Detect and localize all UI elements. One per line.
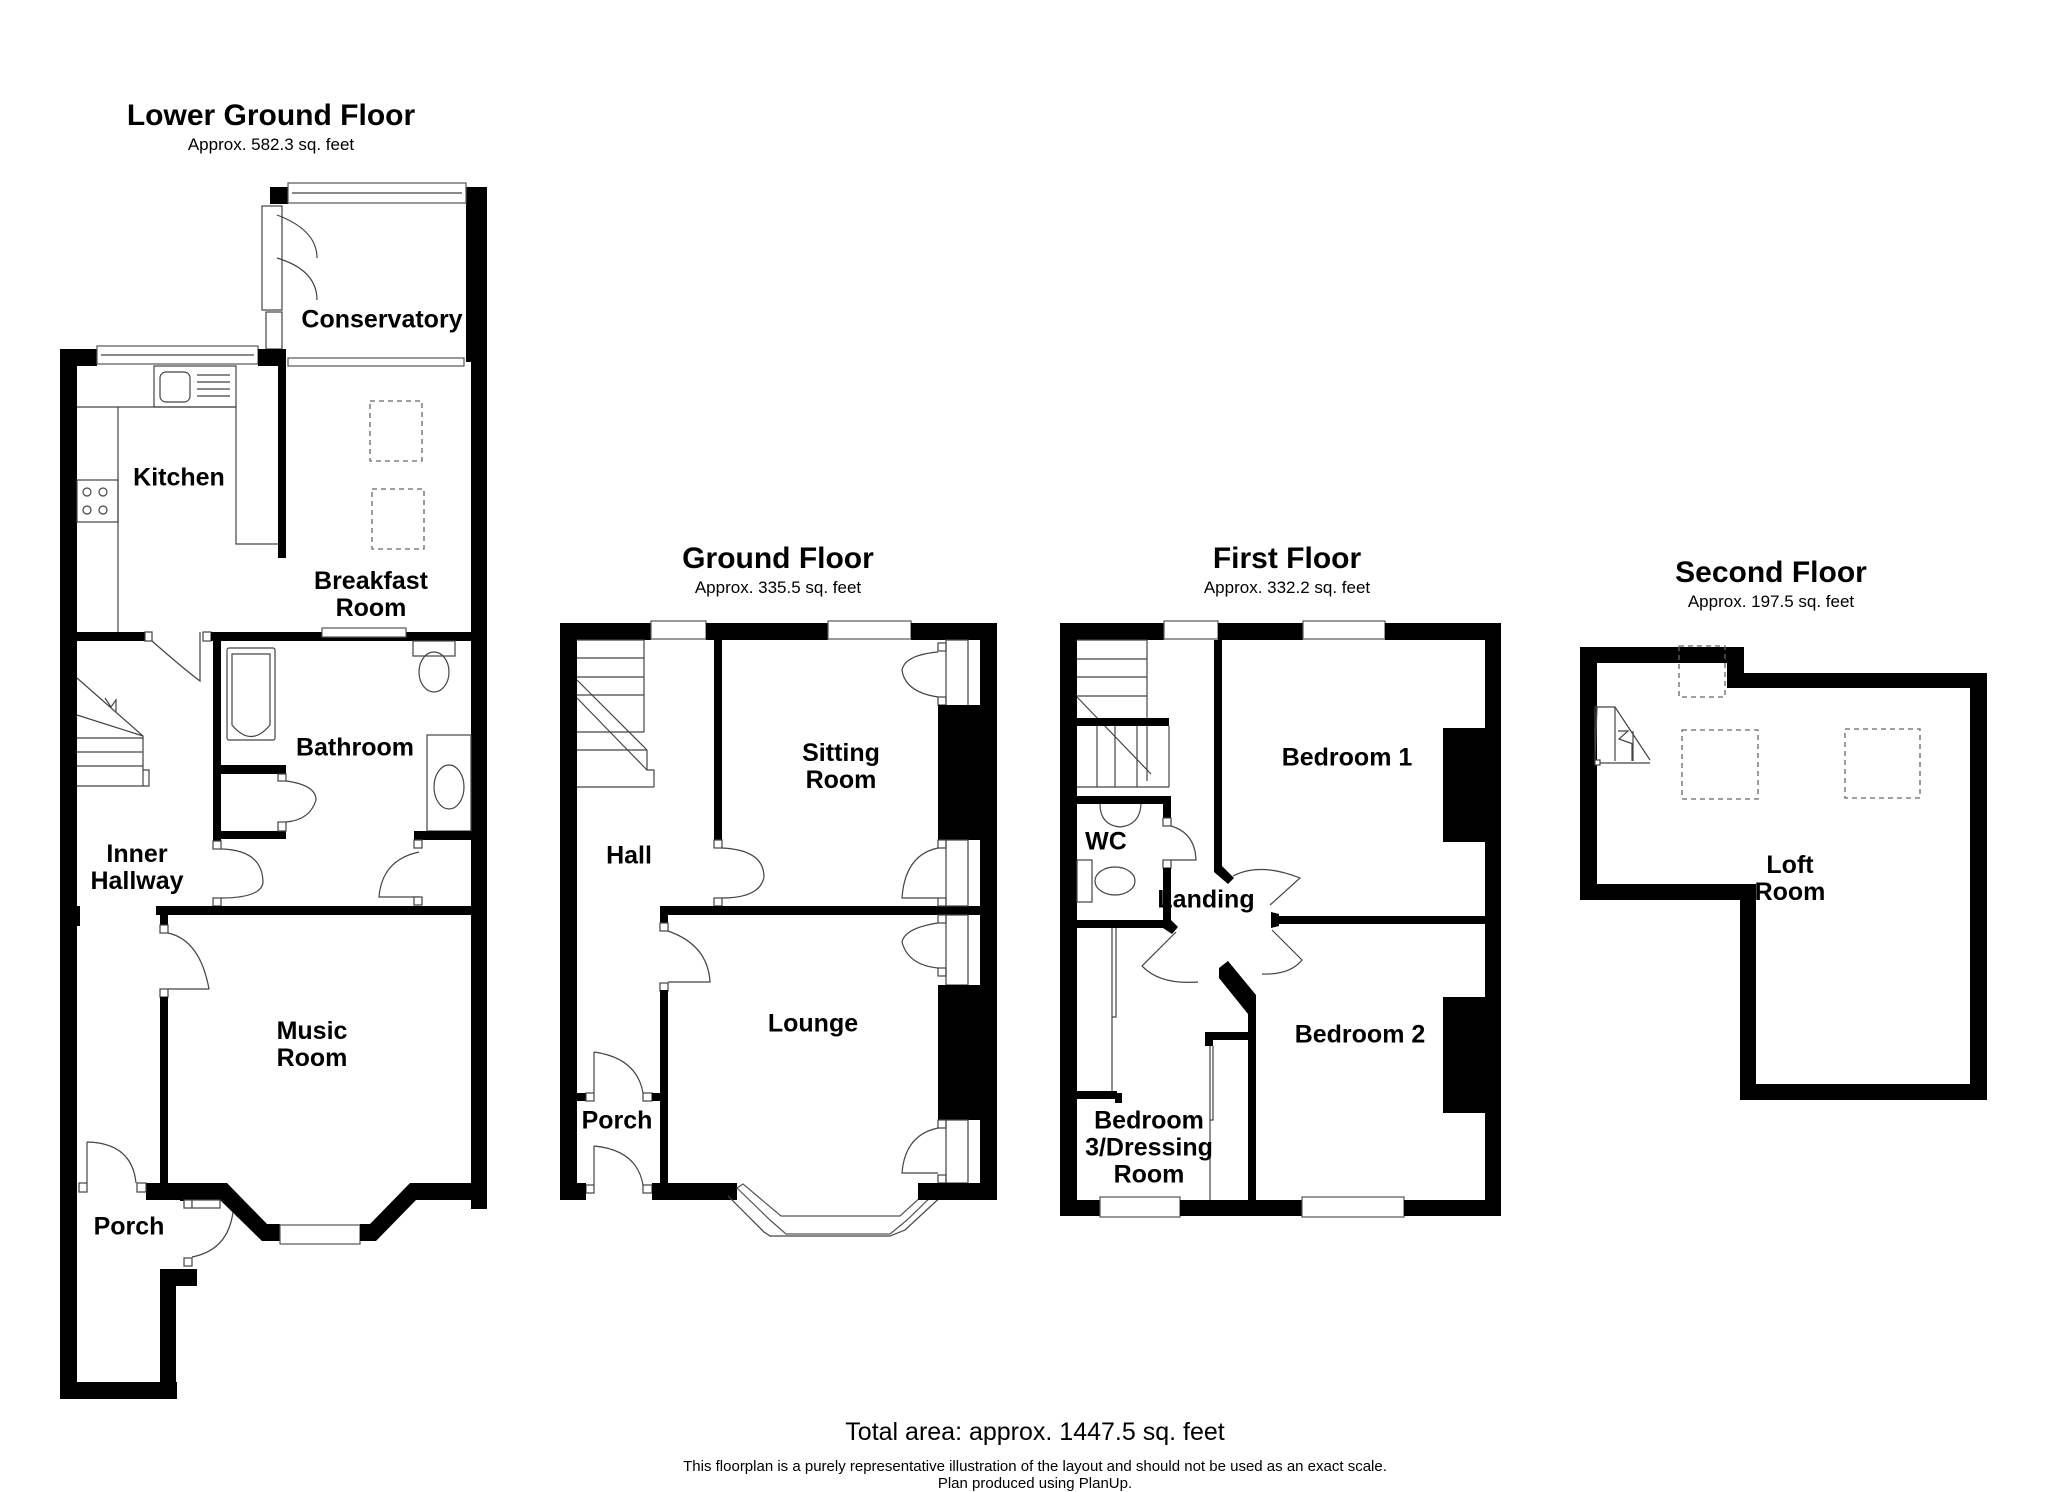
- room-label-landing: Landing: [1157, 885, 1255, 914]
- room-label-kitchen: Kitchen: [133, 463, 225, 492]
- floor-title-ground: Ground Floor: [682, 542, 874, 575]
- room-label-lounge: Lounge: [767, 1009, 859, 1038]
- room-label-conservatory: Conservatory: [301, 305, 463, 334]
- floor-title-second: Second Floor: [1675, 556, 1867, 589]
- floor-area-ground: Approx. 335.5 sq. feet: [694, 578, 862, 597]
- room-label-bedroom-2: Bedroom 2: [1294, 1020, 1426, 1049]
- room-label-music-room: Music Room: [276, 1017, 348, 1072]
- room-label-sitting-room: Sitting Room: [802, 739, 880, 794]
- room-label-breakfast-room: Breakfast Room: [314, 567, 428, 622]
- floor-title-first: First Floor: [1212, 542, 1362, 575]
- room-label-inner-hallway: Inner Hallway: [90, 840, 184, 895]
- first-floor-plan: [1060, 620, 1501, 1218]
- ground-floor-plan: [560, 620, 997, 1237]
- room-label-hall: Hall: [606, 841, 652, 870]
- disclaimer: This floorplan is a purely representativ…: [683, 1458, 1387, 1492]
- floor-area-lower-ground: Approx. 582.3 sq. feet: [187, 135, 355, 154]
- second-floor-plan: [1580, 645, 1987, 1100]
- room-label-porch-lower: Porch: [93, 1212, 165, 1241]
- total-area: Total area: approx. 1447.5 sq. feet: [845, 1418, 1225, 1446]
- room-label-bedroom-1: Bedroom 1: [1281, 743, 1413, 772]
- room-label-wc: WC: [1085, 827, 1127, 856]
- floor-area-first: Approx. 332.2 sq. feet: [1203, 578, 1371, 597]
- floor-title-lower-ground: Lower Ground Floor: [126, 99, 416, 132]
- floor-area-second: Approx. 197.5 sq. feet: [1687, 592, 1855, 611]
- room-label-bedroom-3-dressing-room: Bedroom 3/Dressing Room: [1085, 1106, 1213, 1189]
- room-label-loft-room: Loft Room: [1754, 851, 1826, 906]
- room-label-bathroom: Bathroom: [295, 733, 415, 762]
- lower-ground-floor-plan: [60, 182, 487, 1399]
- room-label-porch-ground: Porch: [581, 1106, 653, 1135]
- disclaimer-text: This floorplan is a purely representativ…: [683, 1458, 1387, 1475]
- produced-by-text: Plan produced using PlanUp.: [937, 1475, 1133, 1492]
